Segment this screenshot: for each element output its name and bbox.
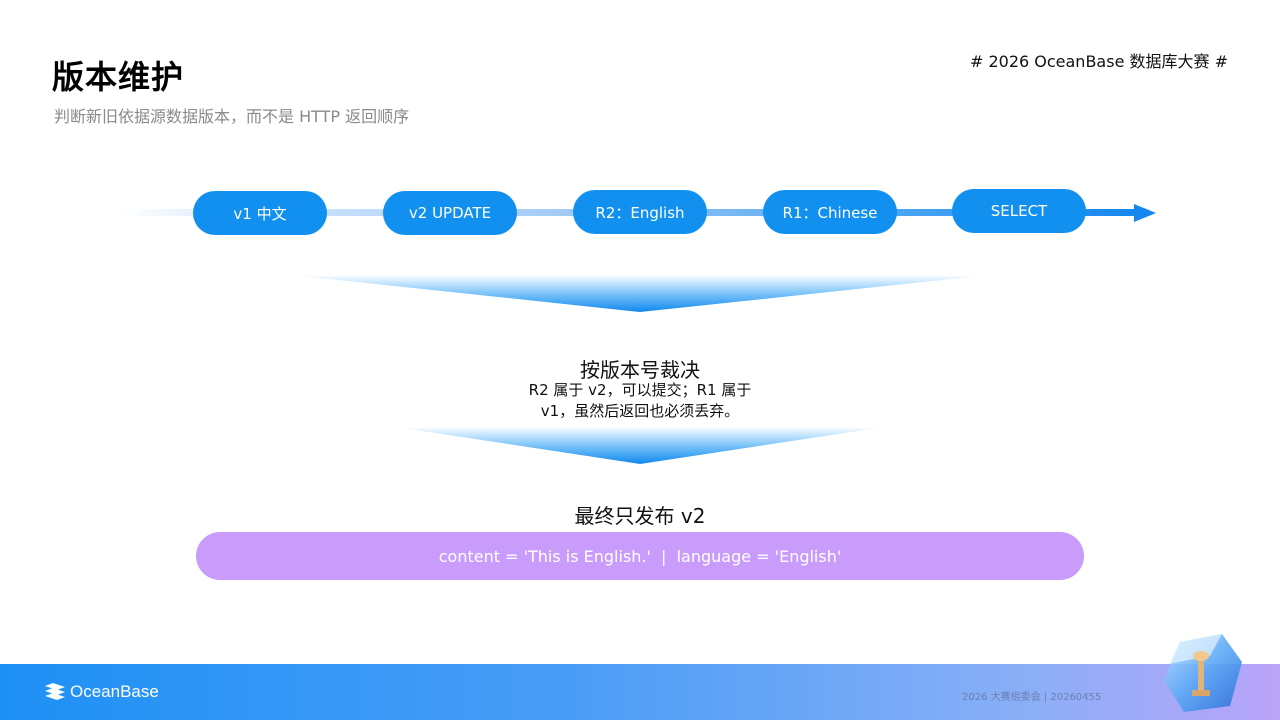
page-title: 版本维护 xyxy=(52,58,185,96)
publish-title: 最终只发布 v2 xyxy=(574,504,706,528)
footer-logo-text: OceanBase xyxy=(70,682,159,701)
funnel-arrow-2 xyxy=(402,428,878,464)
funnel-arrow-1 xyxy=(300,276,980,312)
event-hashtag: # 2026 OceanBase 数据库大赛 # xyxy=(969,52,1228,71)
decision-line-2: v1，虽然后返回也必须丢弃。 xyxy=(540,402,740,420)
timeline-arrow-icon xyxy=(1134,204,1156,222)
timeline-event-v1: v1 中文 xyxy=(193,191,327,235)
timeline-event-r2: R2：English xyxy=(573,190,707,234)
footer-note: 2026 大赛组委会 | 20260455 xyxy=(962,692,1102,703)
decision-description: R2 属于 v2，可以提交；R1 属于 v1，虽然后返回也必须丢弃。 xyxy=(440,380,840,422)
timeline-event-select: SELECT xyxy=(952,189,1086,233)
timeline-event-r1: R1：Chinese xyxy=(763,190,897,234)
result-content: content = 'This is English.' | language … xyxy=(438,546,842,566)
footer-bar: OceanBase 2026 大赛组委会 | 20260455 xyxy=(0,634,1280,720)
footer-logo: OceanBase xyxy=(44,682,159,702)
page-subtitle: 判断新旧依据源数据版本，而不是 HTTP 返回顺序 xyxy=(54,107,410,126)
timeline-event-v2-update: v2 UPDATE xyxy=(383,191,517,235)
trophy-cube-icon xyxy=(1164,634,1242,712)
result-bar: content = 'This is English.' | language … xyxy=(196,532,1084,580)
oceanbase-logo-icon xyxy=(45,683,65,700)
decision-title: 按版本号裁决 xyxy=(580,358,700,382)
decision-line-1: R2 属于 v2，可以提交；R1 属于 xyxy=(528,381,752,399)
